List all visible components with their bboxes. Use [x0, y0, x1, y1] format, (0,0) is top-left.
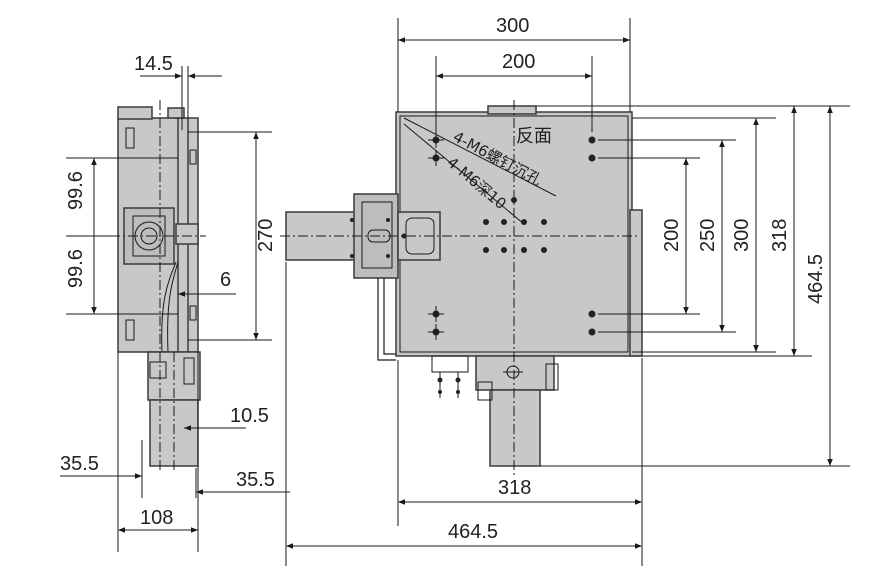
plan-dim-300-v: 300	[731, 219, 753, 252]
side-dim-35-5-right: 35.5	[236, 469, 275, 491]
plan-bottom-block	[475, 355, 555, 391]
plan-dim-318-bottom: 318	[498, 477, 531, 499]
plan-dim-318-v: 318	[769, 219, 791, 252]
plan-dim-200-top: 200	[502, 51, 535, 73]
side-top-tab-right	[167, 107, 185, 119]
plan-dim-250-v: 250	[697, 219, 719, 252]
side-dim-6: 6	[220, 269, 231, 291]
side-dim-14-5: 14.5	[134, 53, 173, 75]
plan-dim-464-5-v: 464.5	[805, 254, 827, 304]
side-view: 14.5 99.6 99.6 270 6 10.5 35.5 35.5	[60, 53, 290, 552]
side-knob	[175, 223, 199, 245]
counterbore-holes	[428, 132, 596, 340]
side-dim-10-5: 10.5	[230, 405, 269, 427]
tapped-holes	[350, 197, 547, 258]
side-dim-108: 108	[140, 507, 173, 529]
label-back-side: 反面	[516, 126, 552, 147]
plan-top-tab	[487, 105, 537, 115]
side-dim-35-5-left: 35.5	[60, 453, 99, 475]
plan-bottom-stem	[489, 389, 541, 467]
side-dim-270: 270	[255, 219, 277, 252]
plan-view: 反面 4-M6螺钉沉孔 4-M6深10 300 200 200 250 300	[280, 15, 850, 566]
side-top-tab	[117, 106, 153, 120]
plan-dim-200-v: 200	[661, 219, 683, 252]
plan-dim-300-top: 300	[496, 15, 529, 37]
plan-right-rail	[629, 209, 643, 357]
plan-dim-464-5-bottom: 464.5	[448, 521, 498, 543]
side-dim-99-6-upper: 99.6	[65, 171, 87, 210]
side-dim-99-6-lower: 99.6	[65, 249, 87, 288]
